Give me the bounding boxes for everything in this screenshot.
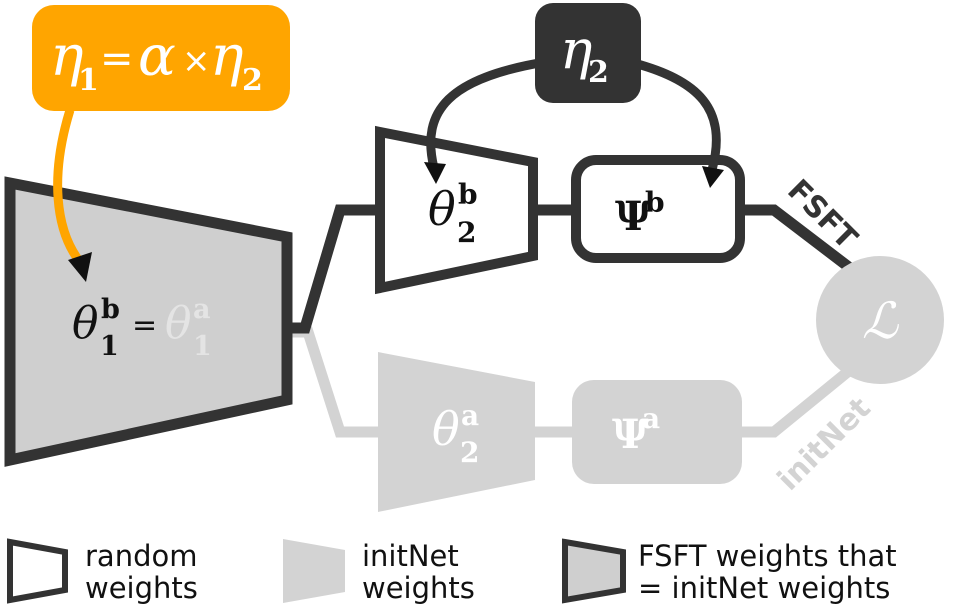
eta1-subscript: 1 (78, 63, 99, 98)
psi-b-superscript: b (645, 186, 665, 219)
fsft-connector-trunk-to-theta2b (290, 204, 378, 334)
eta1-box (32, 5, 290, 111)
psi-a-symbol: Ψ (612, 411, 649, 458)
psi-b-block (571, 155, 745, 263)
initnet-connector-psi-a-to-loss (742, 365, 854, 438)
fsft-connector-psi-b-to-loss (742, 204, 854, 273)
eta2-arrow-to-psi-b (628, 57, 721, 172)
theta1b-superscript: b (101, 294, 120, 325)
eta1-symbol: η (50, 24, 84, 89)
theta2b-superscript: b (458, 178, 478, 211)
legend-fsft-line2: = initNet weights (638, 571, 890, 605)
legend-initnet-line1: initNet (362, 539, 459, 573)
theta1-equals: = (132, 308, 157, 343)
loss-symbol: ℒ (862, 292, 899, 350)
theta2a-subscript: 2 (460, 436, 479, 469)
initnet-connector-trunk-to-theta2a (290, 326, 378, 438)
psi-b-symbol: Ψ (615, 193, 652, 240)
eta2-symbol: η (560, 18, 592, 81)
theta2a-block (378, 352, 535, 512)
theta2a-label: θ (432, 402, 460, 456)
eta2-box (535, 3, 641, 103)
theta1b-subscript: 1 (100, 331, 119, 362)
eta1-arrow (53, 108, 84, 265)
alpha-symbol: α (138, 24, 176, 89)
legend-random-swatch (7, 538, 68, 604)
eta1-equals: = (100, 36, 134, 82)
times-symbol: × (182, 41, 211, 81)
initnet-path-label: initNet (771, 391, 878, 498)
theta1a-symbol: θ (165, 298, 192, 349)
theta2a-superscript: a (461, 399, 479, 432)
theta1a-subscript: 1 (193, 331, 212, 362)
eta1-eta2-subscript: 2 (242, 63, 263, 98)
legend-initnet-swatch (283, 539, 345, 603)
theta1b-symbol: θ (72, 298, 99, 349)
eta2-arrowhead-psi-b (702, 166, 724, 188)
eta2-arrow-to-theta2b (426, 57, 546, 170)
eta1-arrowhead (68, 252, 92, 282)
psi-a-block (572, 380, 742, 484)
eta2-arrowhead-theta2b (424, 162, 446, 184)
theta2b-symbol: θ (428, 182, 456, 236)
theta1-block (4, 176, 293, 467)
loss-node (816, 256, 944, 384)
theta2b-subscript: 2 (457, 216, 476, 249)
eta1-eta2-symbol: η (210, 24, 244, 89)
legend: random weights initNet weights FSFT weig… (7, 538, 897, 605)
legend-random-line2: weights (85, 571, 198, 605)
theta1a-superscript: a (193, 294, 211, 325)
theta2b-block (375, 125, 538, 295)
legend-fsft-line1: FSFT weights that (638, 539, 897, 573)
eta2-subscript: 2 (588, 55, 609, 90)
legend-random-line1: random (85, 539, 197, 573)
legend-fsft-swatch (562, 538, 626, 604)
legend-initnet-line2: weights (362, 571, 475, 605)
psi-a-superscript: a (642, 402, 660, 435)
